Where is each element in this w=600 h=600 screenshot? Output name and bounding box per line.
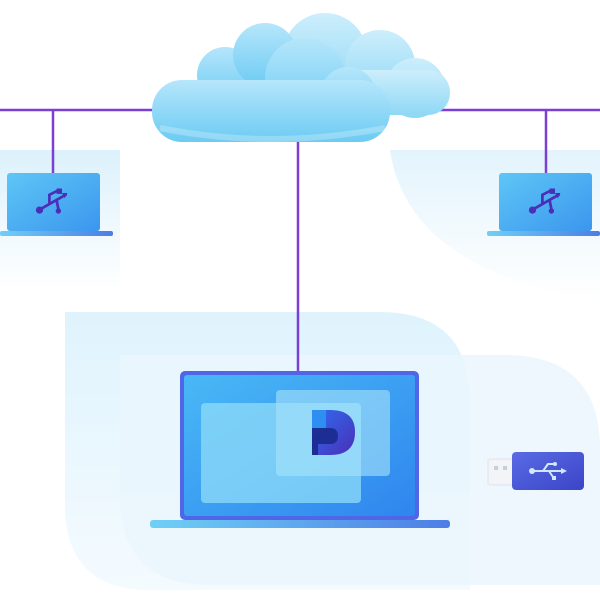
right-laptop bbox=[487, 173, 600, 236]
usb-symbol-icon bbox=[528, 188, 561, 214]
usb-symbol-icon bbox=[529, 462, 567, 480]
right-laptop-base bbox=[487, 231, 600, 236]
usb-symbol-icon bbox=[35, 188, 68, 214]
connector-lines bbox=[0, 108, 600, 372]
app-logo-icon bbox=[312, 410, 355, 455]
usb-drive bbox=[487, 452, 584, 490]
cloud-icon bbox=[152, 13, 450, 142]
main-laptop bbox=[150, 371, 450, 528]
main-laptop-base bbox=[150, 520, 450, 528]
usb-drive-plug bbox=[487, 458, 515, 486]
left-laptop bbox=[0, 173, 113, 236]
left-laptop-base bbox=[0, 231, 113, 236]
